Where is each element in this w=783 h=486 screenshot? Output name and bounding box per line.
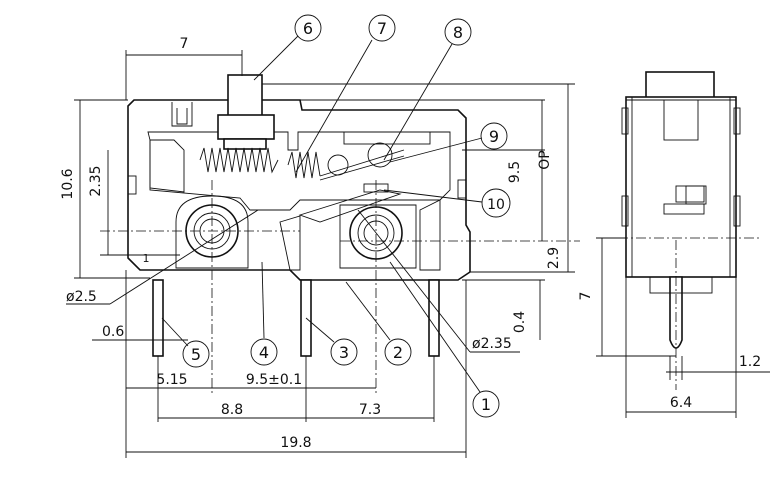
svg-text:9: 9: [489, 127, 499, 146]
dim-top-width: 7: [180, 36, 189, 52]
left-cam: [149, 139, 185, 193]
dim-side-width: 6.4: [670, 395, 692, 411]
callout-3: [330, 338, 358, 366]
side-view: 7 6.4 1.2: [578, 71, 770, 418]
moving-arm: [298, 189, 402, 223]
callout-2: [384, 338, 412, 366]
dim-19-8: 19.8: [280, 435, 311, 451]
svg-text:7: 7: [377, 19, 387, 38]
svg-text:10: 10: [487, 197, 505, 213]
dim-dia-right: ø2.35: [472, 336, 512, 352]
front-dimensions: 7 10.6 2.35 1 9.5 OP 2.9 0.4 ø2.5 ø2.35: [60, 36, 575, 458]
callout-4: [250, 338, 278, 366]
svg-text:2: 2: [393, 343, 403, 362]
svg-text:4: 4: [259, 343, 269, 362]
dim-hole-small: 1: [143, 252, 150, 265]
dim-pin-width: 0.6: [102, 324, 124, 340]
dim-5-15: 5.15: [156, 372, 187, 388]
callout-7: [368, 14, 396, 42]
callout-9: [480, 122, 508, 150]
side-plunger: [645, 71, 715, 101]
callouts: 6 7 8 9 10 1 2 3 4 5: [161, 14, 511, 418]
callout-6: [294, 14, 322, 42]
dim-dia-left: ø2.5: [66, 289, 97, 305]
left-boss: [175, 195, 249, 269]
dim-op-value: 9.5: [507, 161, 523, 183]
housing-outline: [127, 99, 471, 281]
svg-text:5: 5: [191, 345, 201, 364]
spring-right: [287, 151, 321, 179]
plunger: [227, 74, 263, 121]
front-view: [100, 74, 580, 395]
svg-text:6: 6: [303, 19, 313, 38]
svg-text:8: 8: [453, 23, 463, 42]
svg-text:1: 1: [481, 395, 491, 414]
right-boss: [339, 204, 417, 269]
callout-5: [182, 340, 210, 368]
pin-left: [152, 279, 164, 357]
side-body: [625, 96, 737, 278]
dim-9-5: 9.5±0.1: [246, 372, 302, 388]
dim-op: OP: [537, 150, 553, 169]
dim-side-pin: 1.2: [739, 354, 761, 370]
spring-left: [199, 147, 279, 174]
dim-8-8: 8.8: [221, 402, 243, 418]
top-slot: [171, 102, 193, 127]
callout-10: [481, 188, 511, 218]
callout-8: [444, 18, 472, 46]
dim-height-inner: 2.35: [88, 165, 104, 196]
dim-7-3: 7.3: [359, 402, 381, 418]
dim-height-total: 10.6: [60, 168, 76, 199]
dim-side-height: 7: [578, 292, 594, 301]
pin-right: [428, 279, 440, 357]
dim-right-2-9: 2.9: [546, 247, 562, 269]
callout-1: [472, 390, 500, 418]
svg-text:3: 3: [339, 343, 349, 362]
dim-right-0-4: 0.4: [512, 311, 528, 333]
